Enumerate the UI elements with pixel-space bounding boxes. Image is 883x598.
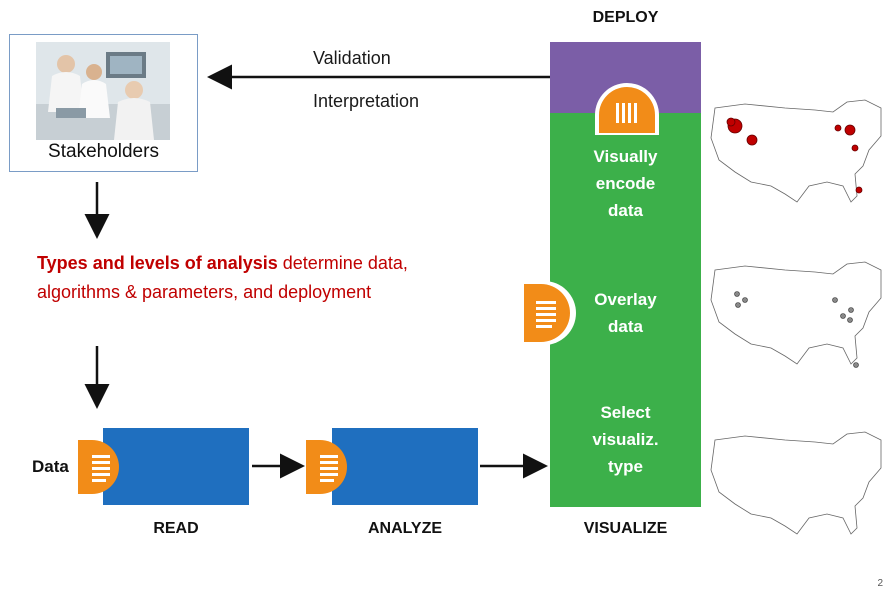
visualize-document-icon	[524, 281, 578, 350]
columns-icon	[595, 83, 659, 140]
step-visually-encode: Visually encode data	[550, 143, 701, 224]
data-label: Data	[32, 457, 69, 476]
step3-line2: visualiz.	[592, 430, 659, 449]
deploy-label: DEPLOY	[592, 9, 659, 26]
page-number: 2	[877, 578, 883, 589]
interpretation-label: Interpretation	[313, 91, 420, 111]
stakeholders-photo-icon	[36, 42, 170, 140]
read-document-icon	[78, 437, 130, 502]
step2-line2: data	[608, 317, 643, 336]
us-map-icon-encoded	[710, 99, 882, 203]
stakeholders-box: Stakeholders	[9, 34, 198, 172]
analysis-description: Types and levels of analysis determine d…	[37, 249, 437, 307]
analyze-label: ANALYZE	[367, 520, 443, 537]
step3-line3: type	[608, 457, 643, 476]
step-select-type: Select visualiz. type	[550, 399, 701, 480]
step2-line1: Overlay	[594, 290, 657, 309]
validation-label: Validation	[313, 48, 391, 68]
step1-line3: data	[608, 201, 643, 220]
analysis-rest: determine data, algorithms & parameters,…	[37, 253, 408, 302]
step1-line1: Visually	[593, 147, 658, 166]
step3-line1: Select	[600, 403, 651, 422]
analyze-block	[332, 428, 478, 505]
step1-line2: encode	[595, 174, 656, 193]
analyze-document-icon	[306, 437, 358, 502]
step-overlay-data: Overlay data	[550, 286, 701, 340]
read-block	[103, 428, 249, 505]
us-map-icon-overlay	[710, 261, 882, 368]
stakeholders-label: Stakeholders	[48, 141, 159, 162]
read-label: READ	[153, 520, 199, 537]
us-map-icon-base	[710, 431, 882, 535]
analysis-highlight: Types and levels of analysis	[37, 253, 278, 273]
visualize-label: VISUALIZE	[583, 520, 668, 537]
